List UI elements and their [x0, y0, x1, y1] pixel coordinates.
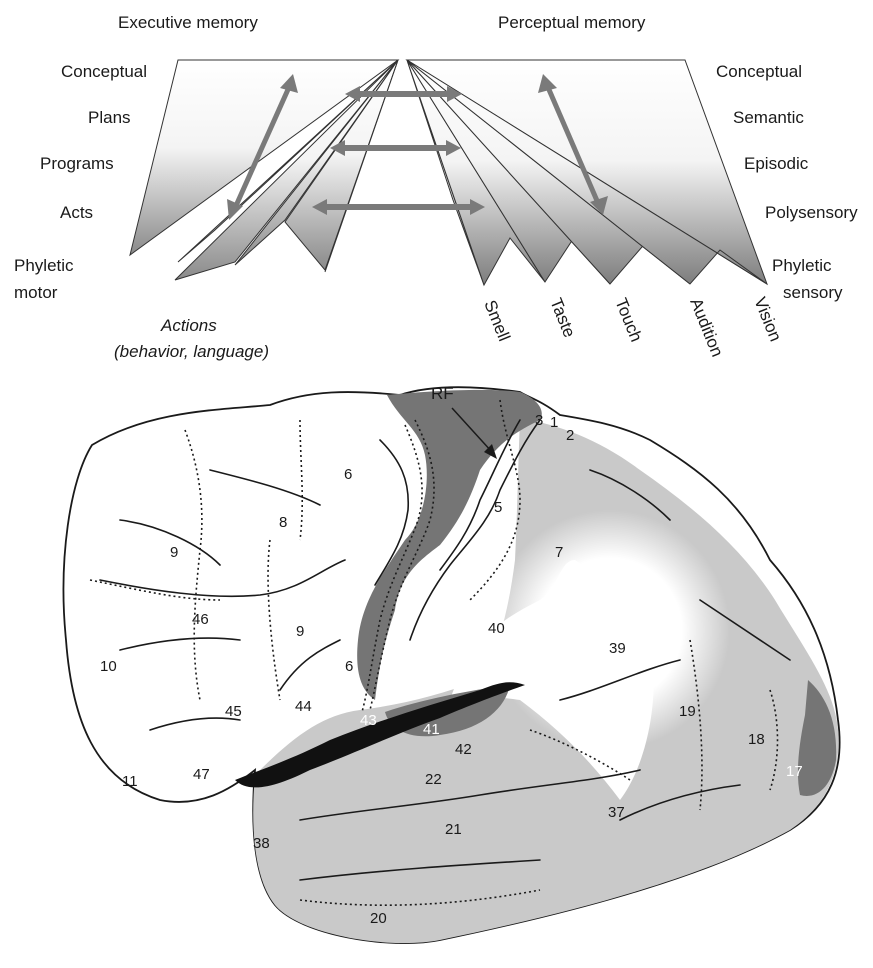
area-label: 42 — [455, 741, 472, 758]
sense-label: Audition — [686, 295, 727, 359]
left-level-label: Programs — [40, 154, 114, 173]
area-label: 9 — [296, 623, 304, 640]
area-label: 4 — [432, 567, 440, 584]
area-label: 17 — [786, 763, 803, 780]
sense-label: Touch — [611, 295, 646, 344]
left-level-label: Plans — [88, 108, 131, 127]
area-label: 10 — [100, 658, 117, 675]
phyletic-motor-line2: motor — [14, 283, 58, 302]
left-level-label: Phyletic — [14, 256, 74, 275]
brain-lateral-view: RF 1 2 3 4 5 6 6 7 8 9 9 10 11 17 18 19 … — [64, 384, 840, 943]
right-level-label: Episodic — [744, 154, 809, 173]
right-level-label: Phyletic — [772, 256, 832, 275]
left-level-label: Conceptual — [61, 62, 147, 81]
area-label: 45 — [225, 703, 242, 720]
area-label: 3 — [535, 412, 543, 429]
area-label: 5 — [494, 499, 502, 516]
area-label: 20 — [370, 910, 387, 927]
area-label: 44 — [295, 698, 312, 715]
right-level-label: Conceptual — [716, 62, 802, 81]
area-label: 46 — [192, 611, 209, 628]
sense-label: Smell — [480, 297, 514, 344]
area-label: 19 — [679, 703, 696, 720]
sense-label: Vision — [750, 294, 785, 344]
area-label: 22 — [425, 771, 442, 788]
hierarchy-diagram: Executive memory Perceptual memory Conce… — [14, 13, 858, 361]
area-label: 1 — [550, 414, 558, 431]
area-label: 6 — [345, 658, 353, 675]
phyletic-sensory-line2: sensory — [783, 283, 843, 302]
area-label: 40 — [488, 620, 505, 637]
area-label: 2 — [566, 427, 574, 444]
area-label: 41 — [423, 721, 440, 738]
executive-memory-title: Executive memory — [118, 13, 258, 32]
sense-label: Taste — [546, 295, 579, 340]
actions-label: Actions — [160, 316, 217, 335]
rf-label: RF — [431, 384, 454, 403]
area-label: 47 — [193, 766, 210, 783]
area-label: 9 — [170, 544, 178, 561]
area-label: 39 — [609, 640, 626, 657]
area-label: 6 — [344, 466, 352, 483]
perceptual-memory-title: Perceptual memory — [498, 13, 646, 32]
area-label: 21 — [445, 821, 462, 838]
area-label: 38 — [253, 835, 270, 852]
area-label: 11 — [122, 773, 138, 790]
right-level-label: Polysensory — [765, 203, 858, 222]
area-label: 37 — [608, 804, 625, 821]
area-label: 8 — [279, 514, 287, 531]
area-label: 18 — [748, 731, 765, 748]
area-label: 43 — [360, 712, 377, 729]
area-label: 7 — [555, 544, 563, 561]
left-level-label: Acts — [60, 203, 93, 222]
right-level-label: Semantic — [733, 108, 804, 127]
actions-sublabel: (behavior, language) — [114, 342, 269, 361]
